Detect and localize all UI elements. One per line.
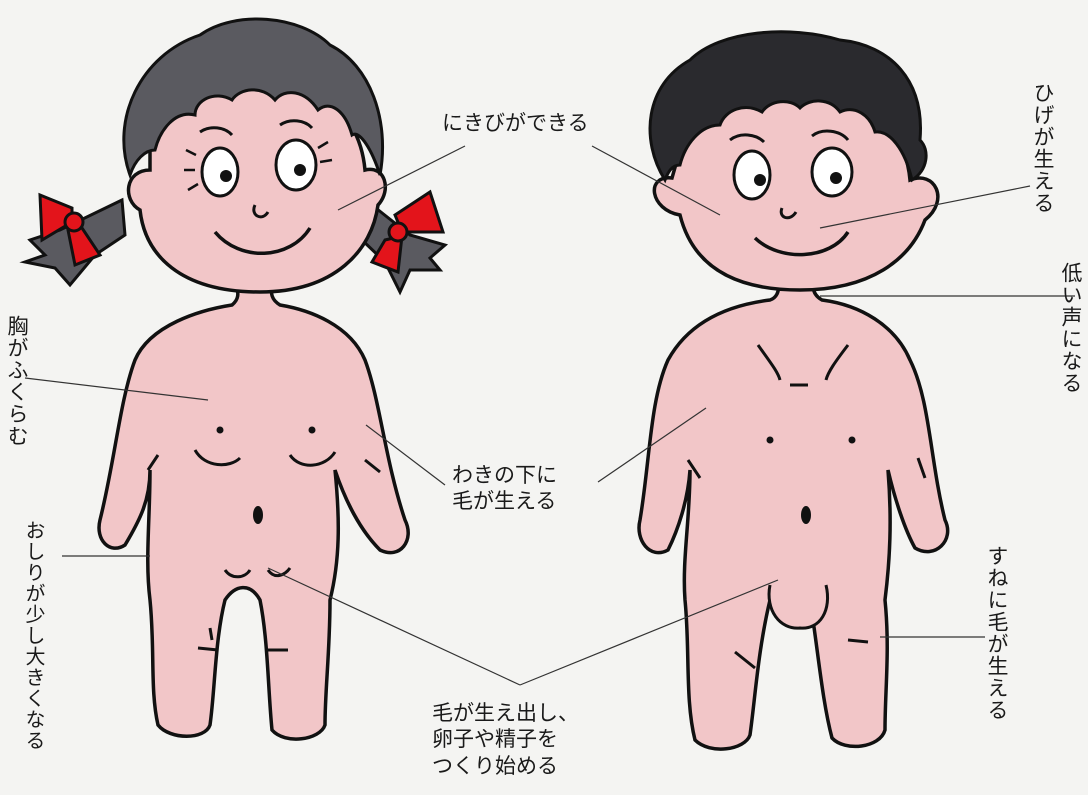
boy-genitals <box>769 585 828 628</box>
puberty-label-line2: 卵子や精子を <box>432 726 579 752</box>
boy-figure <box>639 32 948 749</box>
low-voice-label: 低い声になる <box>1060 262 1081 394</box>
breasts-label: 胸がふくらむ <box>6 315 27 447</box>
hips-label: おしりが少し大きくなる <box>24 520 44 751</box>
acne-label: にきびができる <box>442 110 589 136</box>
girl-body <box>99 280 408 739</box>
puberty-label: 毛が生え出し、 卵子や精子を つくり始める <box>432 700 579 779</box>
puberty-label-line3: つくり始める <box>432 753 579 779</box>
shin-hair-label: すねに毛が生える <box>986 545 1007 721</box>
armpit-label: わきの下に 毛が生える <box>452 462 557 515</box>
armpit-label-line1: わきの下に <box>452 462 557 488</box>
beard-label: ひげが生える <box>1032 82 1053 214</box>
armpit-label-line2: 毛が生える <box>452 488 557 514</box>
boy-body <box>639 282 948 749</box>
girl-figure <box>25 19 445 739</box>
puberty-label-line1: 毛が生え出し、 <box>432 700 579 726</box>
